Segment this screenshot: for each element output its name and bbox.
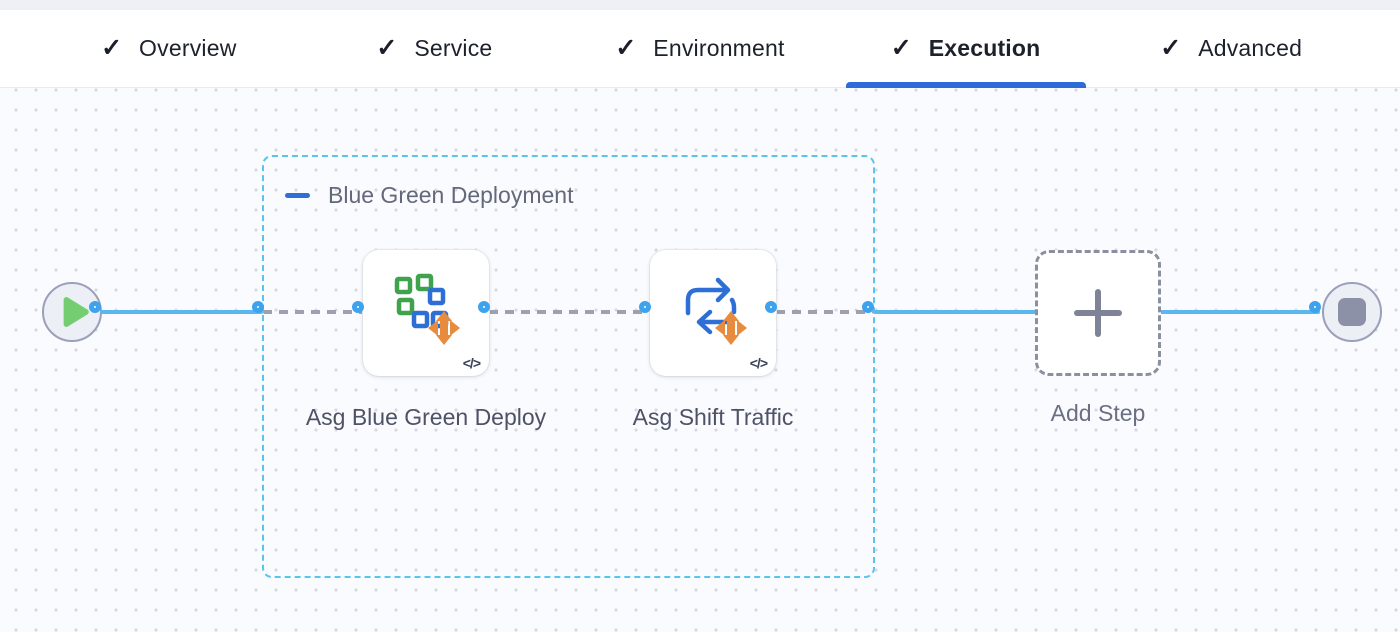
connector-step1-to-step2 <box>489 310 650 314</box>
tab-environment[interactable]: ✓ Environment <box>567 10 833 87</box>
active-tab-underline <box>845 82 1086 88</box>
asg-blue-green-icon <box>394 273 460 345</box>
tab-label: Environment <box>653 35 785 61</box>
port-group-in[interactable] <box>252 301 264 313</box>
port-step2-in[interactable] <box>639 301 651 313</box>
code-badge-icon: </> <box>749 355 768 371</box>
port-step1-out[interactable] <box>478 301 490 313</box>
port-step1-in[interactable] <box>352 301 364 313</box>
asg-shift-traffic-icon <box>685 277 747 345</box>
stop-icon <box>1338 298 1366 326</box>
top-strip <box>0 0 1400 10</box>
tab-execution[interactable]: ✓ Execution <box>833 10 1099 88</box>
connector-start-to-group <box>100 310 263 314</box>
connector-step2-to-groupend <box>776 310 873 314</box>
step-label: Asg Shift Traffic <box>632 404 794 430</box>
check-icon: ✓ <box>615 34 637 62</box>
port-start-out[interactable] <box>89 301 101 313</box>
add-step-label: Add Step <box>1050 400 1146 426</box>
add-step-button[interactable] <box>1035 250 1161 376</box>
step-asg-blue-green-deploy[interactable]: </> <box>363 250 489 376</box>
tab-service[interactable]: ✓ Service <box>302 10 568 87</box>
stage-tab-bar: ✓ Overview ✓ Service ✓ Environment ✓ Exe… <box>0 10 1400 88</box>
check-icon: ✓ <box>101 34 123 62</box>
check-icon: ✓ <box>1160 34 1182 62</box>
move-arrows-icon <box>428 311 460 345</box>
port-group-out[interactable] <box>862 301 874 313</box>
collapse-group-icon[interactable] <box>285 193 310 198</box>
pipeline-end-node <box>1322 282 1382 342</box>
play-icon <box>63 297 89 327</box>
check-icon: ✓ <box>376 34 398 62</box>
step-group-header: Blue Green Deployment <box>285 182 573 209</box>
step-label: Asg Blue Green Deploy <box>305 404 547 430</box>
pipeline-canvas[interactable]: Blue Green Deployment <box>0 88 1400 632</box>
step-group-label: Blue Green Deployment <box>328 182 574 208</box>
tab-advanced[interactable]: ✓ Advanced <box>1098 10 1364 87</box>
move-arrows-icon <box>715 311 747 345</box>
tab-label: Advanced <box>1198 35 1303 61</box>
connector-group-to-step1 <box>263 310 363 314</box>
tab-label: Execution <box>928 35 1041 61</box>
step-group-blue-green-deployment: Blue Green Deployment <box>262 155 875 578</box>
tab-label: Service <box>414 35 493 61</box>
code-badge-icon: </> <box>462 355 481 371</box>
step-asg-shift-traffic[interactable]: </> <box>650 250 776 376</box>
plus-icon <box>1074 289 1122 337</box>
port-end-in[interactable] <box>1309 301 1321 313</box>
tab-overview[interactable]: ✓ Overview <box>36 10 302 87</box>
tab-label: Overview <box>139 35 237 61</box>
port-step2-out[interactable] <box>765 301 777 313</box>
check-icon: ✓ <box>890 34 912 62</box>
